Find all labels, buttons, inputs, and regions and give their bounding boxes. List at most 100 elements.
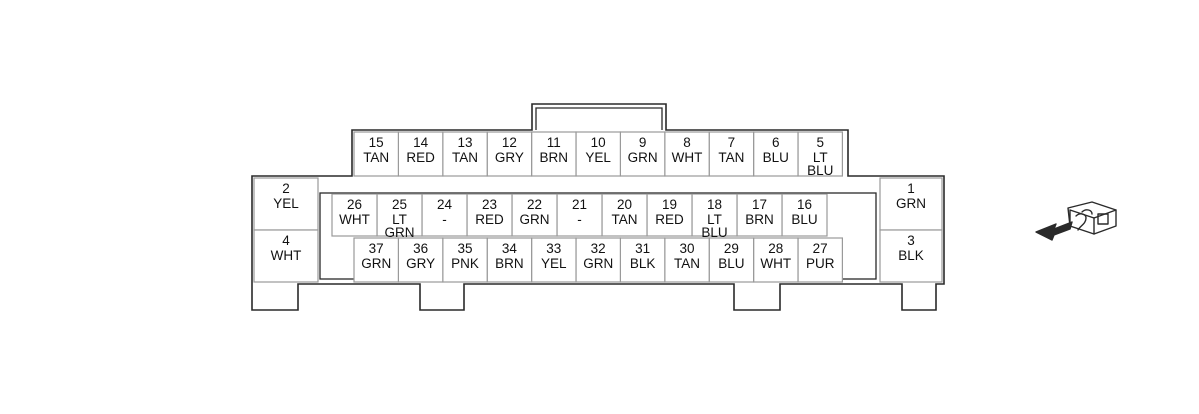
pin-wire-color-16: BLU bbox=[791, 212, 817, 227]
pin-wire-color-18: LT bbox=[707, 212, 722, 227]
pin-wire-color-8: WHT bbox=[672, 150, 703, 165]
pin-cavity-11 bbox=[530, 131, 577, 177]
pin-number-18: 18 bbox=[707, 197, 722, 212]
pin-cavity-14 bbox=[397, 131, 444, 177]
pin-wire-color-33: YEL bbox=[541, 256, 567, 271]
pin-number-7: 7 bbox=[728, 135, 736, 150]
terminal-side-view-icon bbox=[1035, 201, 1117, 241]
pin-number-36: 36 bbox=[413, 241, 428, 256]
pin-wire-color-14: RED bbox=[406, 150, 435, 165]
pin-wire-color-25: GRN bbox=[385, 225, 415, 240]
pin-wire-color-32: GRN bbox=[583, 256, 613, 271]
pin-number-8: 8 bbox=[683, 135, 691, 150]
pin-cavity-8 bbox=[664, 131, 710, 177]
pin-wire-color-29: BLU bbox=[718, 256, 744, 271]
pin-number-9: 9 bbox=[639, 135, 647, 150]
pin-number-6: 6 bbox=[772, 135, 780, 150]
pin-number-32: 32 bbox=[591, 241, 606, 256]
pin-cavity-31 bbox=[619, 237, 666, 283]
pin-number-17: 17 bbox=[752, 197, 767, 212]
pin-wire-color-4: WHT bbox=[271, 248, 302, 263]
pin-cavity-24 bbox=[421, 193, 468, 237]
pin-cavity-4 bbox=[253, 229, 319, 283]
pin-labels: 1GRN2YEL3BLK4WHT5LTBLU6BLU7TAN8WHT9GRN10… bbox=[271, 135, 926, 271]
pin-number-15: 15 bbox=[369, 135, 384, 150]
pin-number-34: 34 bbox=[502, 241, 518, 256]
pin-cavity-15 bbox=[353, 131, 400, 177]
pin-wire-color-34: BRN bbox=[495, 256, 524, 271]
pin-number-30: 30 bbox=[679, 241, 694, 256]
pin-wire-color-11: BRN bbox=[540, 150, 569, 165]
pin-number-11: 11 bbox=[547, 135, 561, 150]
pin-number-22: 22 bbox=[527, 197, 542, 212]
pin-wire-color-36: GRY bbox=[406, 256, 435, 271]
pin-wire-color-37: GRN bbox=[361, 256, 391, 271]
pin-wire-color-5: LT bbox=[813, 150, 828, 165]
pin-wire-color-18: BLU bbox=[701, 225, 727, 240]
pin-number-27: 27 bbox=[813, 241, 828, 256]
pin-wire-color-27: PUR bbox=[806, 256, 835, 271]
pin-wire-color-17: BRN bbox=[745, 212, 774, 227]
pin-cavity-16 bbox=[781, 193, 828, 237]
pin-wire-color-26: WHT bbox=[339, 212, 370, 227]
pin-number-12: 12 bbox=[502, 135, 517, 150]
pin-number-19: 19 bbox=[662, 197, 677, 212]
pin-number-37: 37 bbox=[369, 241, 384, 256]
pin-cavities bbox=[253, 131, 943, 283]
pin-wire-color-23: RED bbox=[475, 212, 504, 227]
pin-cavity-18 bbox=[691, 193, 738, 237]
pin-wire-color-6: BLU bbox=[763, 150, 789, 165]
pin-cavity-35 bbox=[442, 237, 488, 283]
pin-cavity-29 bbox=[708, 237, 755, 283]
pin-cavity-27 bbox=[797, 237, 844, 283]
pin-wire-color-13: TAN bbox=[452, 150, 478, 165]
pin-cavity-7 bbox=[708, 131, 755, 177]
pin-wire-color-28: WHT bbox=[760, 256, 791, 271]
pin-wire-color-7: TAN bbox=[718, 150, 744, 165]
pin-number-24: 24 bbox=[437, 197, 453, 212]
pin-number-2: 2 bbox=[282, 181, 290, 196]
pin-wire-color-19: RED bbox=[655, 212, 684, 227]
pin-cavity-28 bbox=[752, 237, 799, 283]
pin-number-16: 16 bbox=[797, 197, 812, 212]
pin-cavity-22 bbox=[511, 193, 558, 237]
pin-wire-color-22: GRN bbox=[520, 212, 550, 227]
pin-wire-color-25: LT bbox=[392, 212, 407, 227]
pin-wire-color-12: GRY bbox=[495, 150, 524, 165]
pin-cavity-17 bbox=[736, 193, 783, 237]
pin-wire-color-21: - bbox=[577, 212, 582, 227]
pin-cavity-6 bbox=[752, 131, 799, 177]
pin-wire-color-2: YEL bbox=[273, 196, 299, 211]
pin-cavity-37 bbox=[353, 237, 400, 283]
pin-wire-color-24: - bbox=[442, 212, 447, 227]
pin-number-33: 33 bbox=[546, 241, 561, 256]
pin-number-13: 13 bbox=[457, 135, 472, 150]
pin-wire-color-1: GRN bbox=[896, 196, 926, 211]
pin-number-23: 23 bbox=[482, 197, 497, 212]
pin-cavity-10 bbox=[575, 131, 622, 177]
pin-cavity-3 bbox=[879, 229, 943, 283]
pin-cavity-34 bbox=[486, 237, 533, 283]
pin-number-4: 4 bbox=[282, 233, 290, 248]
pin-number-3: 3 bbox=[907, 233, 915, 248]
locking-tab bbox=[535, 107, 663, 130]
pin-wire-color-20: TAN bbox=[612, 212, 638, 227]
pin-number-31: 31 bbox=[635, 241, 650, 256]
pin-wire-color-5: BLU bbox=[807, 163, 833, 178]
pin-wire-color-31: BLK bbox=[630, 256, 656, 271]
pin-number-29: 29 bbox=[724, 241, 739, 256]
pin-wire-color-15: TAN bbox=[363, 150, 389, 165]
pin-cavity-12 bbox=[486, 131, 533, 177]
pin-cavity-1 bbox=[879, 177, 943, 231]
pin-number-1: 1 bbox=[907, 181, 915, 196]
pin-cavity-5 bbox=[797, 131, 844, 177]
pin-number-20: 20 bbox=[617, 197, 632, 212]
pin-wire-color-9: GRN bbox=[628, 150, 658, 165]
pin-number-25: 25 bbox=[392, 197, 407, 212]
pin-number-28: 28 bbox=[768, 241, 783, 256]
pin-cavity-33 bbox=[530, 237, 577, 283]
pin-cavity-23 bbox=[466, 193, 513, 237]
pin-wire-color-10: YEL bbox=[585, 150, 611, 165]
pin-number-21: 21 bbox=[572, 197, 587, 212]
